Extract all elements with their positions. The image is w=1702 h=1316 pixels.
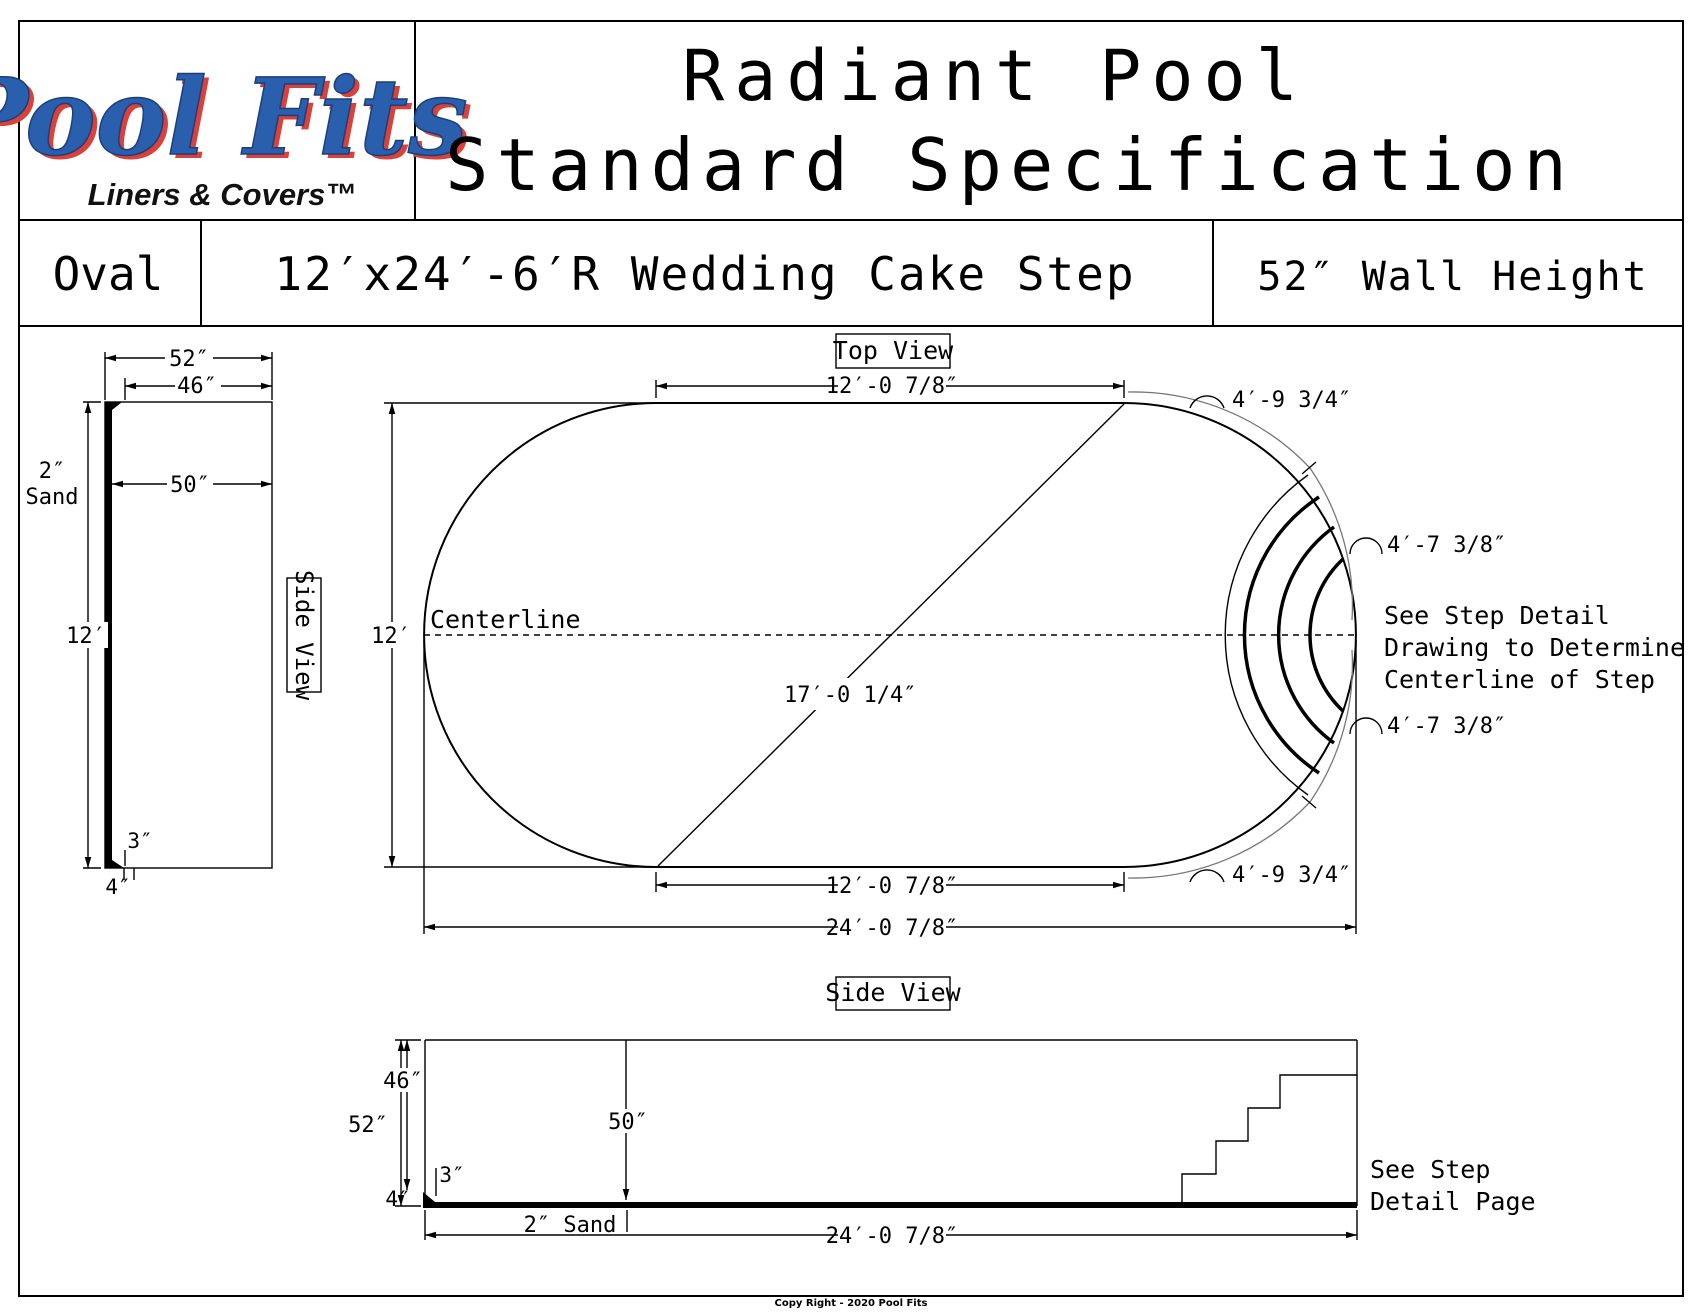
page-title-line1: Radiant Pool — [682, 35, 1308, 117]
width-dim: 12′ — [371, 624, 411, 649]
wall-height-label: 52″ Wall Height — [1257, 254, 1648, 300]
logo-shadow: Pool Fits — [0, 58, 473, 183]
dim-4in: 4″ — [105, 875, 130, 899]
pool-fits-logo: Pool Fits Pool Fits Liners & Covers™ — [0, 53, 473, 212]
arc-dim-upper: 4′-9 3/4″ — [1232, 388, 1351, 413]
model-label: 12′x24′-6′R Wedding Cake Step — [274, 247, 1135, 301]
floor-sand-layer — [423, 1192, 1357, 1208]
dim-50-bottom: 50″ — [608, 1110, 648, 1135]
top-view-label: Top View — [833, 336, 954, 365]
sand-label-bottom: 2″ Sand — [524, 1213, 617, 1238]
sand-label: Sand — [26, 485, 79, 510]
dim-46: 46″ — [177, 374, 217, 399]
centerline-label: Centerline — [430, 605, 581, 634]
overall-length-dim-bottom: 24′-0 7/8″ — [826, 1224, 958, 1249]
dim-3-bottom: 3″ — [439, 1163, 464, 1187]
page-title-line2: Standard Specification — [445, 123, 1575, 207]
step-note-bottom-1: See Step — [1370, 1155, 1490, 1184]
dim-50: 50″ — [170, 473, 210, 498]
step-outer-arc — [1224, 474, 1309, 796]
step-note-1: See Step Detail — [1384, 601, 1610, 630]
title-block — [18, 20, 1684, 1297]
shape-label: Oval — [53, 247, 164, 301]
top-view: Top View Centerline 17′-0 1/4″ 4′-9 3/4″… — [371, 333, 1685, 942]
step-arc-3 — [1308, 557, 1345, 713]
logo-tagline: Liners & Covers™ — [88, 177, 357, 212]
dim-46-bottom: 46″ — [383, 1069, 423, 1094]
side-view-label-bottom: Side View — [825, 978, 961, 1007]
arc-dim-upper-mid: 4′-7 3/8″ — [1387, 533, 1506, 558]
copyright: Copy Right - 2020 Pool Fits — [775, 1298, 928, 1309]
stair-profile — [1181, 1074, 1357, 1202]
step-arc-1 — [1242, 495, 1320, 775]
step-note-3: Centerline of Step — [1384, 665, 1655, 694]
diagonal-dim: 17′-0 1/4″ — [784, 683, 916, 708]
pool-outline — [423, 402, 1357, 868]
left-side-view: 52″ 46″ 50″ 2″ Sand 12′ 3″ 4″ Side View — [26, 344, 322, 899]
straight-bottom-dim: 12′-0 7/8″ — [826, 874, 958, 899]
bottom-side-view: Side View 52″ 46″ 50″ 3″ 4″ 2″ Sand 24′-… — [348, 976, 1536, 1250]
dim-52: 52″ — [169, 347, 209, 372]
step-note-bottom-2: Detail Page — [1370, 1187, 1536, 1216]
dim-3in: 3″ — [127, 829, 152, 853]
dim-52-bottom: 52″ — [348, 1113, 388, 1138]
logo-wordmark: Pool Fits — [0, 54, 468, 179]
diagonal-line — [657, 403, 1125, 867]
arc-dim-lower: 4′-9 3/4″ — [1232, 863, 1351, 888]
overall-length-dim: 24′-0 7/8″ — [826, 916, 958, 941]
dim-sand-2: 2″ — [39, 459, 66, 484]
arc-dim-lower-mid: 4′-7 3/8″ — [1387, 714, 1506, 739]
dim-4-bottom: 4″ — [385, 1187, 410, 1211]
straight-top-dim: 12′-0 7/8″ — [826, 374, 958, 399]
dim-12ft: 12′ — [66, 624, 106, 649]
side-view-label-left: Side View — [290, 570, 318, 701]
step-arc-2 — [1276, 525, 1336, 745]
step-note-2: Drawing to Determine — [1384, 633, 1685, 662]
